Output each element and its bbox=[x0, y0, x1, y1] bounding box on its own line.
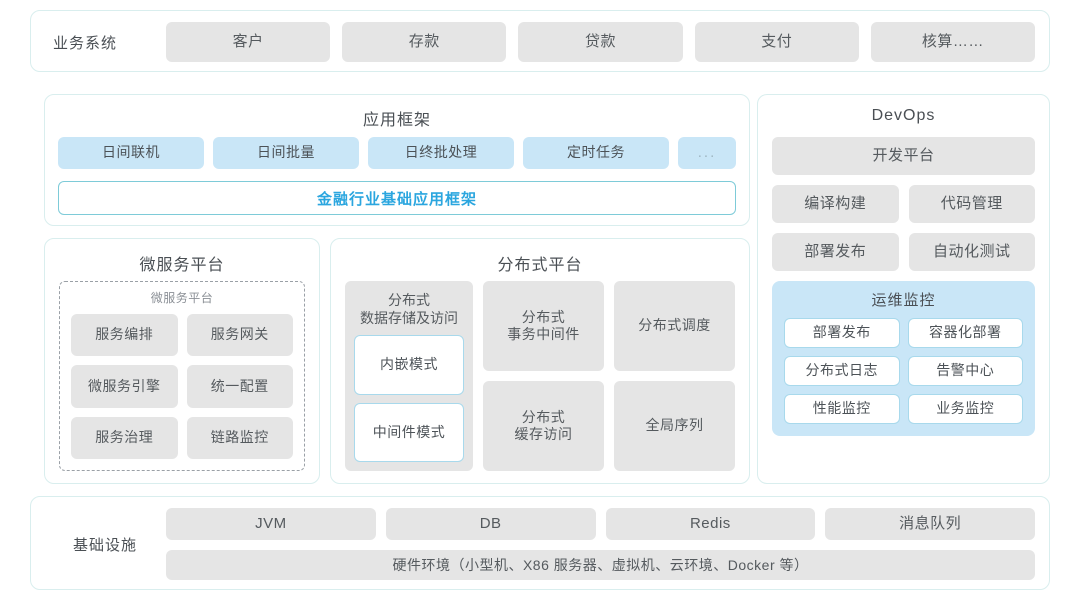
devops-tile-dev-platform[interactable]: 开发平台 bbox=[772, 137, 1035, 175]
distributed-storage-column: 分布式 数据存储及访问 内嵌模式 中间件模式 bbox=[345, 281, 473, 471]
business-tile-deposit[interactable]: 存款 bbox=[342, 22, 507, 62]
distributed-tile-transaction-middleware[interactable]: 分布式 事务中间件 bbox=[483, 281, 604, 371]
distributed-transaction-line1: 分布式 bbox=[521, 308, 566, 325]
distributed-platform-card: 分布式平台 分布式 数据存储及访问 内嵌模式 中间件模式 分布式 事务中间件 bbox=[330, 238, 750, 484]
business-systems-tiles: 客户 存款 贷款 支付 核算…… bbox=[166, 22, 1036, 62]
ops-tile-performance-monitor[interactable]: 性能监控 bbox=[784, 394, 900, 424]
infrastructure-label: 基础设施 bbox=[73, 536, 138, 554]
business-tile-loan[interactable]: 贷款 bbox=[518, 22, 683, 62]
application-framework-title: 应用框架 bbox=[362, 112, 431, 129]
distributed-right-column: 分布式调度 全局序列 bbox=[614, 281, 735, 471]
infra-tile-redis[interactable]: Redis bbox=[605, 508, 816, 540]
microservice-tile-trace-monitor[interactable]: 链路监控 bbox=[186, 416, 293, 459]
distributed-storage-title-line2: 数据存储及访问 bbox=[360, 310, 458, 327]
distributed-transaction-line2: 事务中间件 bbox=[507, 326, 580, 342]
application-framework-tiles: 日间联机 日间批量 日终批处理 定时任务 ... bbox=[58, 137, 736, 169]
ops-tile-deploy-release[interactable]: 部署发布 bbox=[784, 318, 900, 348]
distributed-storage-title: 分布式 数据存储及访问 bbox=[360, 291, 458, 327]
distributed-storage-mode-middleware[interactable]: 中间件模式 bbox=[354, 402, 464, 462]
ops-monitoring-box: 运维监控 部署发布 容器化部署 分布式日志 告警中心 性能监控 业务监控 bbox=[772, 281, 1035, 436]
infrastructure-card: 基础设施 JVM DB Redis 消息队列 硬件环境（小型机、X86 服务器、… bbox=[30, 496, 1050, 590]
distributed-cache-line1: 分布式 bbox=[521, 408, 566, 425]
ops-tile-business-monitor[interactable]: 业务监控 bbox=[907, 394, 1023, 424]
business-systems-card: 业务系统 客户 存款 贷款 支付 核算…… bbox=[30, 10, 1050, 72]
microservice-inner-label: 微服务平台 bbox=[150, 291, 214, 305]
appframe-tile-scheduled-task[interactable]: 定时任务 bbox=[523, 137, 669, 169]
distributed-tile-scheduling[interactable]: 分布式调度 bbox=[614, 281, 735, 371]
ops-monitoring-tiles: 部署发布 容器化部署 分布式日志 告警中心 性能监控 业务监控 bbox=[784, 318, 1023, 424]
appframe-tile-daytime-batch[interactable]: 日间批量 bbox=[213, 137, 359, 169]
devops-tile-deploy-release[interactable]: 部署发布 bbox=[772, 233, 899, 271]
microservice-dashed-group: 微服务平台 服务编排 服务网关 微服务引擎 统一配置 服务治理 链路监控 bbox=[59, 281, 305, 471]
devops-title: DevOps bbox=[871, 107, 936, 124]
devops-tile-auto-test[interactable]: 自动化测试 bbox=[908, 233, 1035, 271]
distributed-middle-column: 分布式 事务中间件 分布式 缓存访问 bbox=[483, 281, 604, 471]
microservice-tiles: 服务编排 服务网关 微服务引擎 统一配置 服务治理 链路监控 bbox=[71, 314, 293, 459]
infra-tile-db[interactable]: DB bbox=[385, 508, 596, 540]
finance-base-framework-bar[interactable]: 金融行业基础应用框架 bbox=[58, 181, 736, 215]
infra-tile-jvm[interactable]: JVM bbox=[166, 508, 376, 540]
distributed-platform-body: 分布式 数据存储及访问 内嵌模式 中间件模式 分布式 事务中间件 分布式 bbox=[345, 281, 735, 471]
microservice-tile-engine[interactable]: 微服务引擎 bbox=[71, 365, 178, 408]
devops-tile-code-management[interactable]: 代码管理 bbox=[908, 185, 1035, 223]
distributed-cache-line2: 缓存访问 bbox=[514, 426, 573, 442]
devops-card: DevOps 开发平台 编译构建 代码管理 部署发布 自动化测试 运维监控 部署… bbox=[757, 94, 1050, 484]
appframe-tile-eod-batch[interactable]: 日终批处理 bbox=[368, 137, 514, 169]
infrastructure-body: JVM DB Redis 消息队列 硬件环境（小型机、X86 服务器、虚拟机、云… bbox=[166, 508, 1035, 580]
microservice-platform-card: 微服务平台 微服务平台 服务编排 服务网关 微服务引擎 统一配置 服务治理 链路… bbox=[44, 238, 320, 484]
microservice-tile-unified-config[interactable]: 统一配置 bbox=[186, 365, 293, 408]
business-tile-payment[interactable]: 支付 bbox=[694, 22, 859, 62]
devops-pair-release: 部署发布 自动化测试 bbox=[772, 233, 1035, 271]
distributed-tile-cache-access[interactable]: 分布式 缓存访问 bbox=[483, 381, 604, 471]
devops-body: 开发平台 编译构建 代码管理 部署发布 自动化测试 运维监控 部署发布 容器化部… bbox=[772, 137, 1035, 471]
application-framework-card: 应用框架 日间联机 日间批量 日终批处理 定时任务 ... 金融行业基础应用框架 bbox=[44, 94, 750, 226]
microservice-tile-governance[interactable]: 服务治理 bbox=[71, 416, 178, 459]
ops-monitoring-title: 运维监控 bbox=[871, 292, 936, 309]
infrastructure-hardware-bar[interactable]: 硬件环境（小型机、X86 服务器、虚拟机、云环境、Docker 等） bbox=[166, 550, 1035, 580]
appframe-tile-daytime-online[interactable]: 日间联机 bbox=[58, 137, 204, 169]
distributed-tile-global-sequence[interactable]: 全局序列 bbox=[614, 381, 735, 471]
ops-tile-alert-center[interactable]: 告警中心 bbox=[907, 356, 1023, 386]
infrastructure-tiles: JVM DB Redis 消息队列 bbox=[166, 508, 1035, 540]
ops-tile-distributed-log[interactable]: 分布式日志 bbox=[784, 356, 900, 386]
microservice-platform-title: 微服务平台 bbox=[139, 257, 225, 274]
distributed-storage-title-line1: 分布式 bbox=[388, 292, 430, 308]
microservice-tile-orchestration[interactable]: 服务编排 bbox=[71, 314, 178, 357]
business-tile-customer[interactable]: 客户 bbox=[166, 22, 331, 62]
distributed-platform-title: 分布式平台 bbox=[497, 257, 583, 274]
business-tile-accounting[interactable]: 核算…… bbox=[870, 22, 1036, 62]
appframe-tile-more[interactable]: ... bbox=[678, 137, 736, 169]
ops-tile-containerized-deploy[interactable]: 容器化部署 bbox=[907, 318, 1023, 348]
devops-tile-compile-build[interactable]: 编译构建 bbox=[772, 185, 899, 223]
infra-tile-message-queue[interactable]: 消息队列 bbox=[825, 508, 1035, 540]
business-systems-label: 业务系统 bbox=[53, 34, 118, 52]
distributed-storage-mode-embedded[interactable]: 内嵌模式 bbox=[354, 335, 464, 395]
microservice-tile-gateway[interactable]: 服务网关 bbox=[186, 314, 293, 357]
devops-pair-build: 编译构建 代码管理 bbox=[772, 185, 1035, 223]
distributed-storage-box: 分布式 数据存储及访问 内嵌模式 中间件模式 bbox=[345, 281, 473, 471]
